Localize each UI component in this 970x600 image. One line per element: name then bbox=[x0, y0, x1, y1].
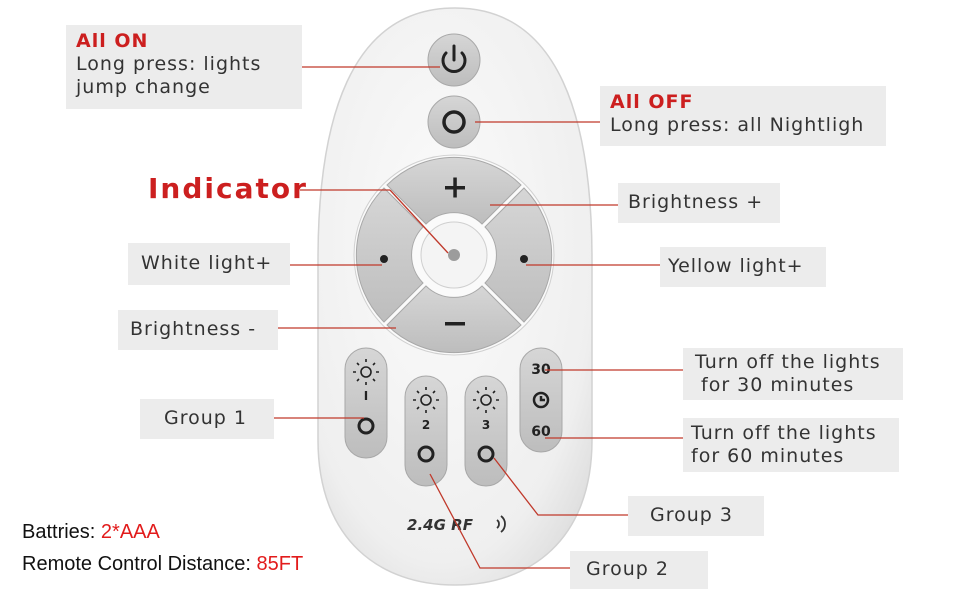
timer-30-label: 30 bbox=[531, 362, 551, 378]
timer-60-line2: for 60 minutes bbox=[691, 445, 845, 467]
yellow-light-callout: Yellow light+ bbox=[660, 247, 826, 287]
brightness-minus-callout: Brightness - bbox=[118, 310, 278, 350]
power-icon bbox=[441, 44, 467, 73]
group2-button[interactable] bbox=[404, 375, 448, 487]
wireless-icon bbox=[496, 515, 506, 533]
indicator-label: Indicator bbox=[148, 172, 308, 205]
timer-30-callout: Turn off the lights for 30 minutes bbox=[683, 348, 903, 400]
timer-30-line2: for 30 minutes bbox=[701, 374, 855, 396]
off-ring-icon bbox=[442, 110, 466, 134]
dot-right-icon bbox=[520, 255, 528, 263]
sun-icon bbox=[473, 387, 499, 413]
yellow-light-button[interactable] bbox=[484, 187, 553, 323]
distance-line: Remote Control Distance: 85FT bbox=[22, 553, 303, 576]
minus-icon bbox=[445, 322, 465, 326]
indicator-light bbox=[448, 249, 460, 261]
brightness-plus-callout: Brightness + bbox=[618, 183, 780, 223]
clock-icon bbox=[532, 391, 550, 409]
timer-30-line1: Turn off the lights bbox=[695, 351, 881, 373]
sun-icon bbox=[413, 387, 439, 413]
brightness-minus-button[interactable] bbox=[386, 285, 522, 354]
batteries-value: 2*AAA bbox=[100, 521, 160, 543]
all-off-callout: All OFF Long press: all Nightligh bbox=[600, 86, 886, 146]
all-on-line2: jump change bbox=[76, 76, 211, 98]
all-on-line1: Long press: lights bbox=[76, 53, 262, 75]
all-off-title: All OFF bbox=[610, 91, 694, 113]
all-off-button[interactable] bbox=[427, 95, 481, 149]
group3-ring-icon bbox=[477, 445, 495, 463]
group3-callout: Group 3 bbox=[628, 496, 764, 536]
all-off-line1: Long press: all Nightligh bbox=[610, 114, 865, 136]
group2-callout: Group 2 bbox=[570, 551, 708, 589]
group1-button[interactable] bbox=[344, 347, 388, 459]
all-on-title: All ON bbox=[76, 30, 149, 52]
group1-ring-icon bbox=[357, 417, 375, 435]
group1-number: I bbox=[364, 389, 368, 403]
group3-button[interactable] bbox=[464, 375, 508, 487]
brand-label: 2.4G RF bbox=[407, 516, 474, 534]
distance-value: 85FT bbox=[256, 553, 304, 575]
batteries-line: Battries: 2*AAA bbox=[22, 521, 160, 544]
all-on-button[interactable] bbox=[427, 33, 481, 87]
timer-60-line1: Turn off the lights bbox=[691, 422, 877, 444]
group2-number: 2 bbox=[422, 418, 430, 432]
group3-number: 3 bbox=[482, 418, 490, 432]
distance-label: Remote Control Distance: bbox=[22, 553, 251, 575]
all-on-callout: All ON Long press: lights jump change bbox=[66, 25, 302, 109]
timer-60-callout: Turn off the lights for 60 minutes bbox=[683, 418, 899, 472]
white-light-callout: White light+ bbox=[128, 243, 290, 285]
dot-left-icon bbox=[380, 255, 388, 263]
timer-60-label: 60 bbox=[531, 424, 551, 440]
timer-button[interactable] bbox=[519, 347, 563, 453]
group2-ring-icon bbox=[417, 445, 435, 463]
white-light-button[interactable] bbox=[355, 187, 424, 323]
batteries-label: Battries: bbox=[22, 521, 96, 543]
sun-icon bbox=[353, 359, 379, 385]
group1-callout: Group 1 bbox=[140, 399, 274, 439]
